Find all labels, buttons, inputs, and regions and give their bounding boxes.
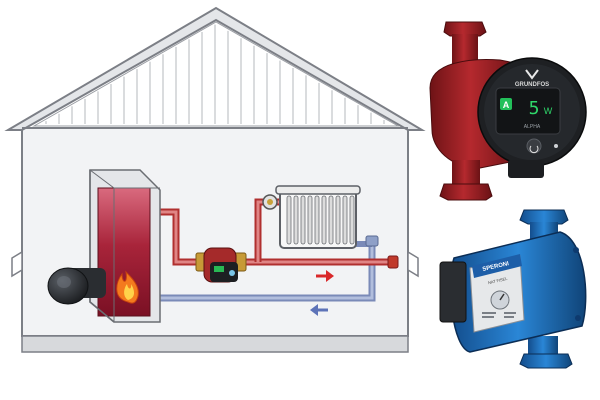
- radiator-fins: [286, 195, 355, 245]
- mode-badge: A: [503, 100, 510, 110]
- speroni-brand: SPERONI: [482, 261, 510, 273]
- radiator-fin: [349, 195, 355, 245]
- power-icon[interactable]: [526, 138, 542, 154]
- grundfos-sub-label: ALPHA: [524, 124, 541, 130]
- radiator-fin: [321, 195, 327, 245]
- radiator: [262, 185, 361, 249]
- house-floor: [21, 335, 409, 353]
- boiler: [47, 169, 161, 323]
- radiator-fin: [293, 195, 299, 245]
- gable-siding: [45, 24, 385, 124]
- radiator-fin: [335, 195, 341, 245]
- house-gable: [32, 21, 400, 127]
- flame-icon: [116, 270, 139, 304]
- circulation-pump: [195, 247, 247, 283]
- speroni-pump: SPERONI NAT FISEL: [439, 209, 587, 369]
- burner: [47, 267, 106, 305]
- radiator-fin: [314, 195, 320, 245]
- pump-display-value: 5: [529, 98, 540, 119]
- radiator-fin: [307, 195, 313, 245]
- house-right-eave: [407, 250, 419, 278]
- grundfos-brand: GRUNDFOS: [515, 82, 549, 88]
- signal-icon: [554, 144, 558, 148]
- pump-display-unit: W: [544, 106, 553, 116]
- arrow-right-icon: [316, 270, 334, 282]
- radiator-fin: [342, 195, 348, 245]
- arrow-left-icon: [310, 304, 328, 316]
- house-left-eave: [11, 250, 23, 278]
- house-roof: [4, 6, 426, 131]
- radiator-fin: [300, 195, 306, 245]
- grundfos-pump: GRUNDFOS A 5 W ALPHA: [429, 21, 587, 201]
- radiator-fin: [286, 195, 292, 245]
- grundfos-logo-icon: [525, 69, 539, 80]
- speroni-sub-label: NAT FISEL: [487, 276, 508, 286]
- radiator-fin: [328, 195, 334, 245]
